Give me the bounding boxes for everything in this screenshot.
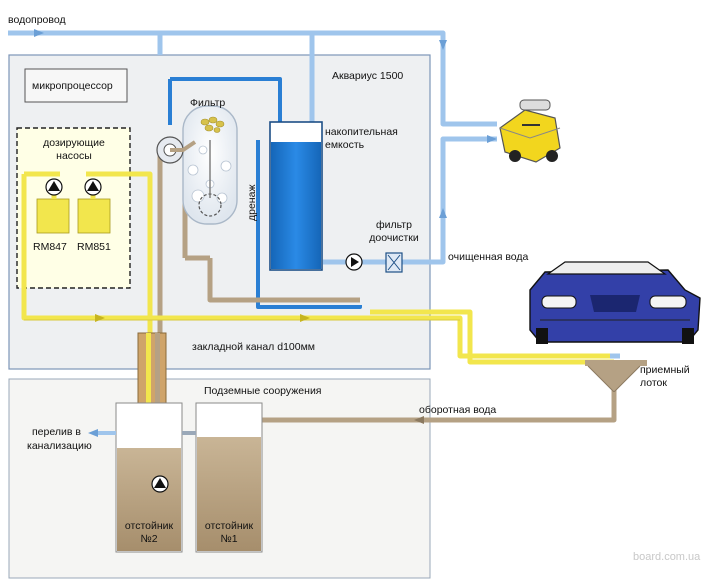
collecting-tray-label-1: приемный (640, 364, 690, 376)
fine-filter-label-1: фильтр (376, 219, 412, 231)
embedded-channel (137, 332, 167, 412)
overflow-label-2: канализацию (27, 440, 92, 452)
filter-vessel (182, 105, 238, 225)
recycled-water-label: оборотная вода (419, 404, 497, 416)
clean-water-pipes (323, 136, 497, 265)
car-icon (529, 261, 701, 344)
settler-2-label-2: №2 (140, 533, 158, 545)
overflow-arrow (88, 429, 98, 437)
overflow-label-1: перелив в (32, 426, 81, 438)
supply-arrow-2 (439, 40, 447, 50)
drainage-label: дренаж (246, 184, 258, 221)
microprocessor-box (24, 68, 128, 103)
settler-2-tank (115, 402, 183, 553)
chemical-arrow (95, 314, 105, 322)
pump-2-label: RM851 (77, 241, 111, 253)
storage-tank (269, 121, 323, 271)
dosing-pump-1-icon (36, 178, 70, 234)
recycled-arrow (414, 416, 424, 424)
settler-1-tank (195, 402, 263, 553)
settler-pump-icon (151, 475, 169, 493)
embedded-channel-label: закладной канал d100мм (192, 341, 316, 353)
pump-1-label: RM847 (33, 241, 67, 253)
supply-arrow (34, 29, 44, 37)
fine-filter-icon (385, 252, 403, 273)
system-name-label: Аквариус 1500 (332, 70, 404, 82)
chemical-arrow-2 (300, 314, 310, 322)
settler-1-label-2: №1 (220, 533, 238, 545)
settler-2-label-1: отстойник (124, 520, 174, 532)
clean-water-label: очищенная вода (448, 251, 529, 263)
water-supply-label: водопровод (8, 14, 66, 26)
circulation-pipes (168, 77, 362, 309)
storage-tank-label-1: накопительная (325, 126, 398, 138)
booster-pump-icon (345, 253, 363, 271)
filter-valve-icon (156, 136, 197, 164)
dosing-pump-2-icon (77, 178, 111, 234)
dosing-pumps-box (16, 127, 131, 289)
dosing-pumps-label-2: насосы (56, 150, 92, 162)
microprocessor-label: микропроцессор (32, 80, 113, 92)
clean-water-arrow-2 (487, 135, 497, 143)
watermark: board.com.ua (633, 551, 701, 563)
pressure-washer-icon (499, 99, 561, 163)
dosing-pumps-label-1: дозирующие (43, 137, 105, 149)
collecting-tray-label-2: лоток (640, 377, 667, 389)
storage-tank-label-2: емкость (325, 139, 365, 151)
collecting-tray (585, 360, 647, 420)
chemical-pipes (21, 171, 614, 445)
fine-filter-label-2: доочистки (369, 232, 419, 244)
filter-label: Фильтр (190, 97, 226, 109)
underground-label: Подземные сооружения (204, 385, 322, 397)
settler-1-label-1: отстойник (204, 520, 254, 532)
clean-water-arrow (439, 208, 447, 218)
